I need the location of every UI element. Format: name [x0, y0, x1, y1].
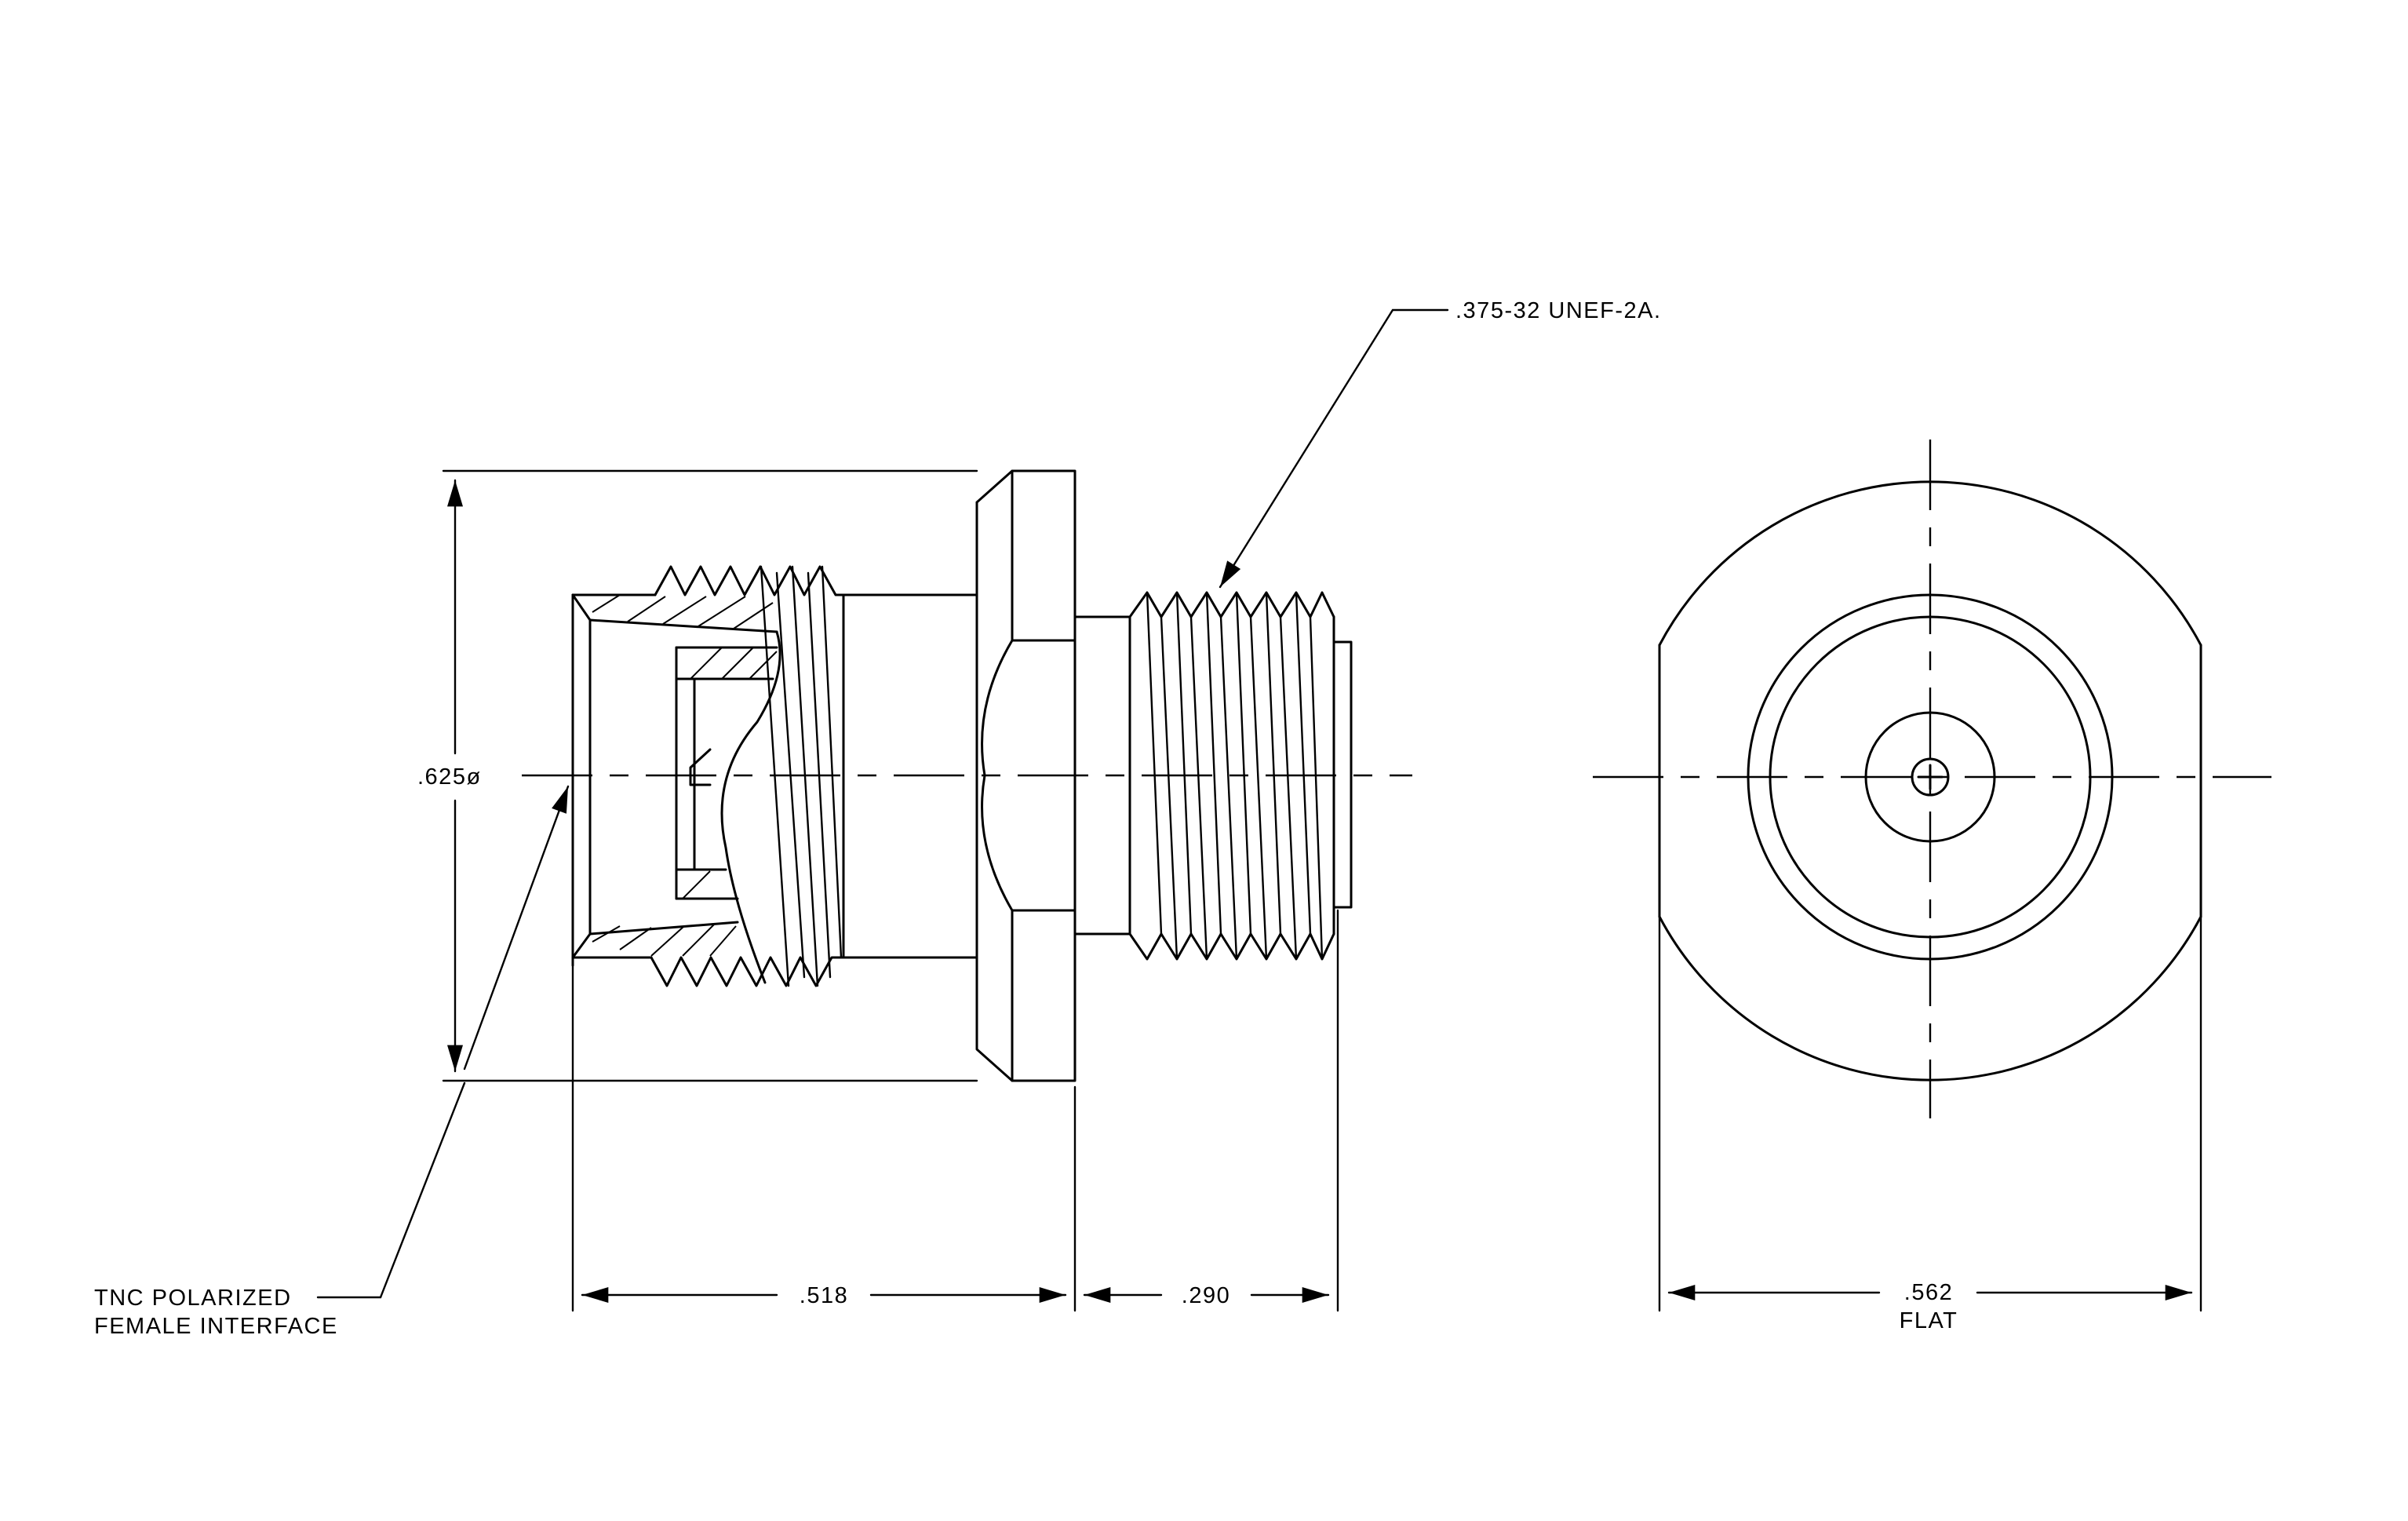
threaded-body — [1073, 591, 1353, 961]
thread-spec-label: .375-32 UNEF-2A. — [1455, 298, 1662, 323]
interface-body — [571, 565, 978, 987]
hex-outline — [1658, 480, 2202, 1081]
end-view — [1593, 440, 2271, 1312]
interface-leader — [316, 1081, 466, 1299]
interface-leader-arrow — [463, 785, 570, 1071]
insulator — [1864, 711, 1996, 843]
interface-label-line2: FEMALE INTERFACE — [94, 1314, 338, 1339]
diameter-label: .625ø — [417, 764, 482, 790]
section-hatching — [592, 594, 778, 957]
hex-flange — [975, 469, 1076, 1082]
thread-leader — [1219, 308, 1449, 589]
outer-ring — [1747, 593, 2114, 961]
center-contact — [1911, 757, 1950, 797]
dim-thread-length-label: .290 — [1182, 1283, 1230, 1308]
side-view — [316, 308, 1449, 1312]
dim-overall-label: .518 — [800, 1283, 848, 1308]
inner-ring — [1769, 615, 2092, 939]
interface-label-line1: TNC POLARIZED — [94, 1286, 292, 1311]
annotations: .375-32 UNEF-2A. .625ø TNC POLARIZED FEM… — [94, 298, 1958, 1339]
dim-flat-value-label: .562 — [1904, 1280, 1953, 1305]
dim-flat-text-label: FLAT — [1900, 1308, 1958, 1333]
